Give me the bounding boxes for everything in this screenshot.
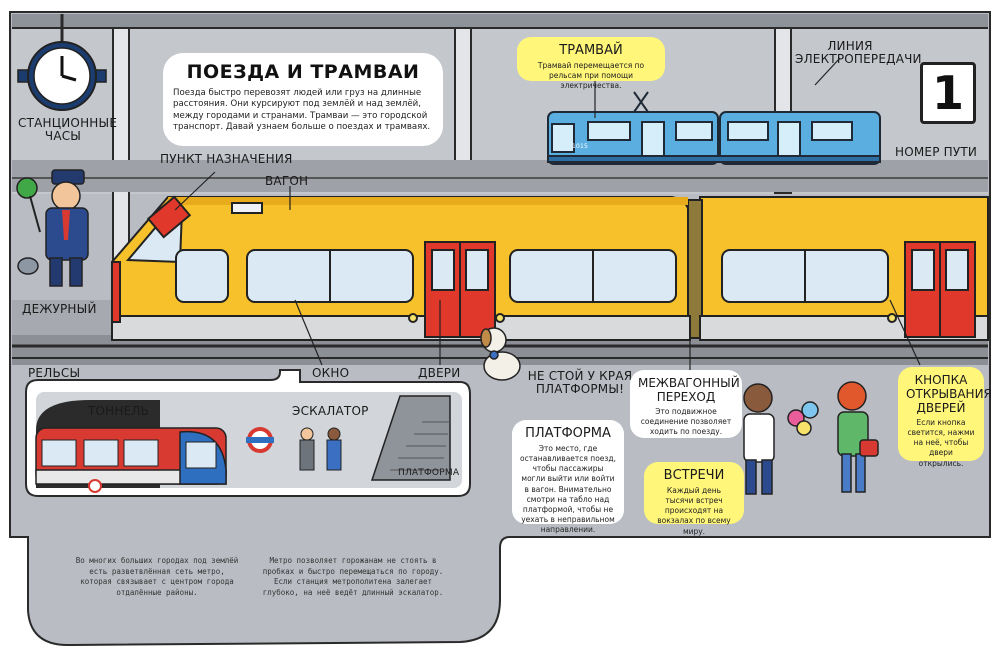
platform-info-title: ПЛАТФОРМА	[525, 426, 611, 441]
door-button-info-box: КНОПКА ОТКРЫВАНИЯ ДВЕРЕЙ Если кнопка све…	[898, 367, 992, 468]
label-doors: ДВЕРИ	[418, 366, 461, 380]
label-station-clock: СТАНЦИОННЫЕ ЧАСЫ	[18, 116, 118, 144]
label-window: ОКНО	[312, 366, 350, 380]
label-power-line: ЛИНИЯ ЭЛЕКТРОПЕРЕДАЧИ	[795, 39, 922, 67]
tram-info-box: ТРАМВАЙ Трамвай перемещается по рельсам …	[517, 37, 665, 90]
label-attendant: ДЕЖУРНЫЙ	[22, 302, 97, 316]
dog-figure	[480, 327, 521, 381]
gangway-info-title: МЕЖВАГОННЫЙ ПЕРЕХОД	[638, 376, 740, 404]
station-clock-icon	[17, 14, 107, 111]
intro-panel: ПОЕЗДА И ТРАМВАИ Поезда быстро перевозят…	[163, 53, 443, 146]
label-escalator: ЭСКАЛАТОР	[292, 404, 369, 418]
tram-drawing	[547, 91, 881, 165]
intro-text: Поезда быстро перевозят людей или груз н…	[173, 88, 431, 133]
meetings-info-title: ВСТРЕЧИ	[663, 468, 725, 483]
meeting-figures	[743, 381, 879, 495]
label-destination: ПУНКТ НАЗНАЧЕНИЯ	[160, 152, 293, 166]
bottom-text-right: Метро позволяет горожанам не стоять в пр…	[262, 556, 444, 597]
tram-info-title: ТРАМВАЙ	[559, 43, 623, 58]
metro-cutaway	[25, 369, 471, 497]
door-button-info-title: КНОПКА ОТКРЫВАНИЯ ДВЕРЕЙ	[906, 373, 992, 415]
tram-info-text: Трамвай перемещается по рельсам при помо…	[537, 61, 645, 91]
page-title: ПОЕЗДА И ТРАМВАИ	[186, 61, 420, 83]
platform-info-box: ПЛАТФОРМА Это место, где останавливается…	[512, 420, 624, 534]
label-rails: РЕЛЬСЫ	[28, 366, 81, 380]
bird-figure	[17, 257, 39, 275]
label-edge-warning: НЕ СТОЙ У КРАЯ ПЛАТФОРМЫ!	[527, 369, 633, 397]
label-carriage: ВАГОН	[265, 174, 309, 188]
tram-number: 1015	[572, 143, 589, 150]
label-track-number: НОМЕР ПУТИ	[895, 145, 978, 159]
meetings-info-text: Каждый день тысячи встреч происходят на …	[657, 486, 731, 536]
door-button-info-text: Если кнопка светится, нажми на неё, чтоб…	[907, 418, 975, 468]
platform-info-text: Это место, где останавливается поезд, чт…	[520, 444, 616, 534]
gangway-info-box: МЕЖВАГОННЫЙ ПЕРЕХОД Это подвижное соедин…	[630, 370, 742, 438]
track-number-sign: 1	[920, 62, 976, 124]
gangway-info-text: Это подвижное соединение позволяет ходит…	[640, 407, 732, 437]
meetings-info-box: ВСТРЕЧИ Каждый день тысячи встреч происх…	[644, 462, 744, 536]
label-metro-platform: ПЛАТФОРМА	[398, 468, 460, 478]
bottom-text-left: Во многих больших городах под землёй ест…	[75, 556, 239, 597]
train-drawing	[111, 195, 989, 341]
label-tunnel: ТОННЕЛЬ	[88, 404, 150, 418]
attendant-figure	[16, 169, 89, 287]
pointer-lines	[174, 57, 921, 370]
